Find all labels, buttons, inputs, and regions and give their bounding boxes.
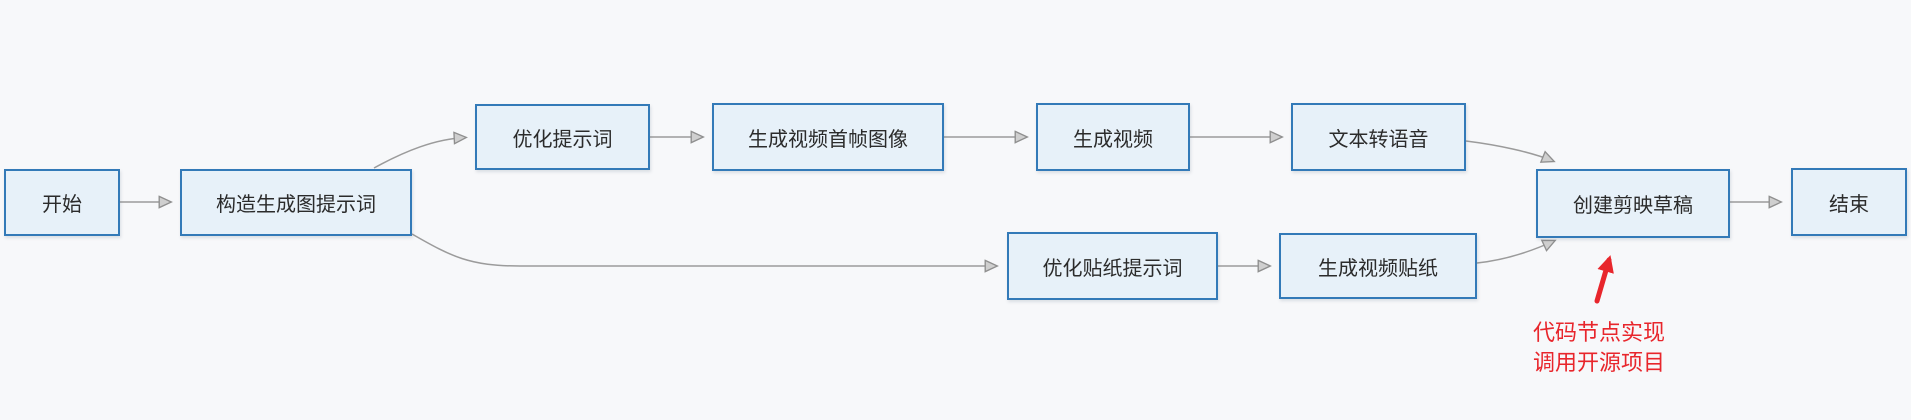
node-gen-video[interactable]: 生成视频 — [1036, 103, 1190, 171]
annotation-line-1: 代码节点实现 — [1533, 321, 1666, 346]
node-create-jianying-draft[interactable]: 创建剪映草稿 — [1536, 169, 1730, 238]
edge-text-to-speech-to-create-jianying-draft — [1465, 140, 1556, 163]
edge-gen-video-sticker-to-create-jianying-draft — [1476, 239, 1557, 264]
node-optimize-prompt[interactable]: 优化提示词 — [475, 104, 650, 170]
node-end[interactable]: 结束 — [1791, 168, 1907, 236]
node-gen-video-sticker[interactable]: 生成视频贴纸 — [1279, 233, 1477, 299]
node-build-image-prompt[interactable]: 构造生成图提示词 — [180, 169, 412, 236]
edge-build-image-prompt-to-optimize-sticker-prompt — [411, 233, 999, 273]
annotation-line-2: 调用开源项目 — [1533, 351, 1666, 376]
annotation-note: 代码节点实现 调用开源项目 — [1533, 319, 1665, 379]
edge-build-image-prompt-to-optimize-prompt — [373, 131, 468, 169]
node-start[interactable]: 开始 — [4, 169, 120, 236]
annotation-arrow-icon — [1594, 255, 1614, 304]
node-optimize-sticker-prompt[interactable]: 优化贴纸提示词 — [1007, 232, 1218, 300]
node-gen-video-first-frame[interactable]: 生成视频首帧图像 — [712, 103, 944, 171]
node-text-to-speech[interactable]: 文本转语音 — [1291, 103, 1466, 171]
